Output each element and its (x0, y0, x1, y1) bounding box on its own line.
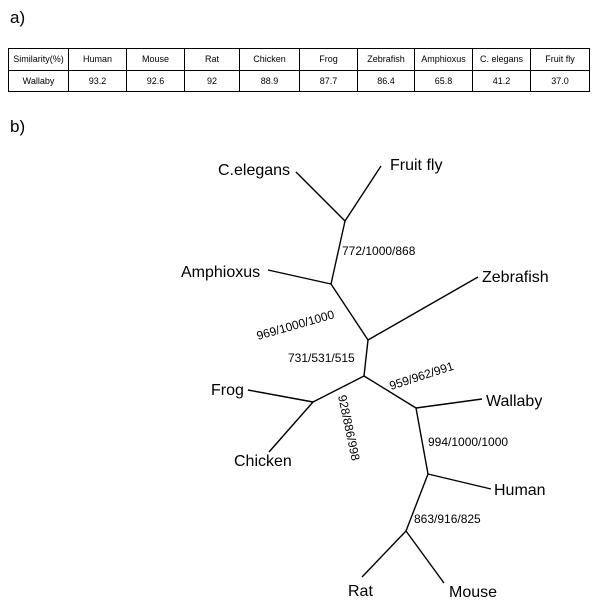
table-header-cell: Fruit fly (530, 48, 590, 71)
branch (415, 398, 483, 409)
taxon-chicken: Chicken (234, 453, 292, 470)
table-header-cell: Chicken (239, 48, 300, 71)
table-header-cell: Rat (184, 48, 240, 71)
branch (405, 473, 429, 532)
panel-b-label: b) (10, 117, 26, 136)
table-cell: 65.8 (414, 69, 473, 92)
branch (363, 339, 369, 377)
panel-a-label: a) (10, 8, 26, 27)
taxa-labels: C.elegans Fruit fly Amphioxus Zebrafish … (181, 157, 549, 600)
support-label: 731/531/515 (288, 351, 355, 365)
table-cell: 88.9 (239, 69, 300, 92)
branch (247, 389, 314, 403)
support-label: 772/1000/868 (342, 244, 416, 258)
taxon-celegans: C.elegans (218, 162, 290, 179)
taxon-mouse: Mouse (449, 584, 497, 600)
branch (344, 165, 382, 222)
branch (268, 401, 314, 453)
tree-branches (247, 165, 492, 584)
table-header-cell: Zebrafish (357, 48, 415, 71)
taxon-amphioxus: Amphioxus (181, 264, 260, 281)
branch (363, 375, 417, 409)
support-label: 959/962/991 (388, 359, 456, 393)
table-header-row: Similarity(%) Human Mouse Rat Chicken Fr… (8, 48, 590, 71)
branch (312, 375, 365, 403)
table-cell: 37.0 (530, 69, 590, 92)
branch (415, 407, 429, 475)
support-label: 994/1000/1000 (428, 435, 508, 449)
taxon-fruitfly: Fruit fly (390, 157, 442, 174)
branch (367, 276, 479, 341)
support-label: 969/1000/1000 (255, 307, 336, 343)
branch (330, 283, 369, 341)
branch (330, 220, 346, 285)
taxon-frog: Frog (211, 382, 244, 399)
table-header-cell: Amphioxus (414, 48, 473, 71)
table-cell: 41.2 (472, 69, 531, 92)
similarity-table: Similarity(%) Human Mouse Rat Chicken Fr… (8, 48, 590, 92)
taxon-zebrafish: Zebrafish (482, 269, 549, 286)
branch (361, 530, 407, 578)
taxon-wallaby: Wallaby (486, 393, 542, 410)
branch (267, 269, 332, 285)
branch (405, 530, 445, 584)
taxon-human: Human (494, 482, 546, 499)
support-label: 863/916/825 (414, 512, 481, 526)
branch (295, 171, 346, 222)
table-row: Wallaby 93.2 92.6 92 88.9 87.7 86.4 65.8… (8, 69, 590, 92)
taxon-rat: Rat (348, 583, 373, 600)
branch (427, 473, 492, 490)
support-label: 928/886/998 (335, 394, 363, 463)
